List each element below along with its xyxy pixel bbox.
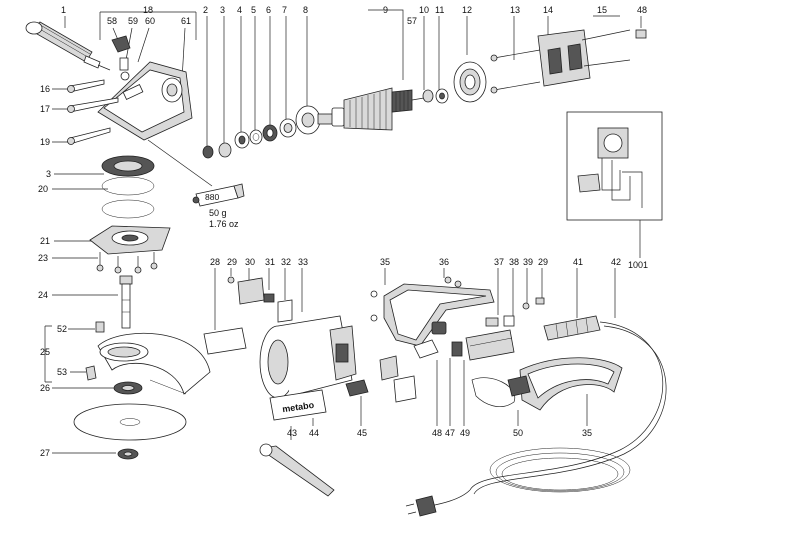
label-part-13: 13 bbox=[510, 5, 520, 15]
label-part-5: 5 bbox=[251, 5, 256, 15]
long-screws bbox=[490, 49, 541, 94]
motor-housing-part bbox=[259, 315, 357, 399]
small-clamp-parts bbox=[485, 297, 545, 327]
label-part-35: 35 bbox=[380, 257, 390, 267]
label-part-57: 57 bbox=[407, 16, 417, 26]
label-part-36: 36 bbox=[439, 257, 449, 267]
label-part-35-handle: 35 bbox=[582, 428, 592, 438]
label-part-39: 39 bbox=[523, 257, 533, 267]
top-row-labels: 1 2 3 4 5 6 7 8 9 10 11 12 13 14 15 48 1… bbox=[61, 5, 647, 26]
label-part-1001: 1001 bbox=[628, 260, 648, 270]
bearing-holder-part bbox=[453, 61, 487, 103]
label-part-42: 42 bbox=[611, 257, 621, 267]
label-part-16: 16 bbox=[40, 84, 50, 94]
power-cable-part bbox=[405, 321, 667, 517]
label-part-43: 43 bbox=[287, 428, 297, 438]
grease-weight-oz: 1.76 oz bbox=[209, 219, 239, 229]
screw-group-left: 16 17 19 bbox=[40, 79, 119, 147]
handle-shell-part bbox=[370, 276, 495, 347]
carbon-brush-top bbox=[635, 29, 647, 39]
label-part-18: 18 bbox=[143, 5, 153, 15]
top-leader-lines bbox=[64, 9, 642, 148]
label-part-3-left: 3 bbox=[46, 169, 51, 179]
label-part-41: 41 bbox=[573, 257, 583, 267]
label-part-49: 49 bbox=[460, 428, 470, 438]
label-part-12: 12 bbox=[462, 5, 472, 15]
label-part-48-mid: 48 bbox=[432, 428, 442, 438]
label-part-21: 21 bbox=[40, 236, 50, 246]
label-part-14: 14 bbox=[543, 5, 553, 15]
grease-code: 880 bbox=[205, 192, 219, 202]
disk-and-flange: 26 27 bbox=[40, 381, 187, 460]
label-part-50: 50 bbox=[513, 428, 523, 438]
label-part-44: 44 bbox=[309, 428, 319, 438]
label-part-60: 60 bbox=[145, 16, 155, 26]
label-part-24: 24 bbox=[38, 290, 48, 300]
vent-cap-parts bbox=[111, 35, 131, 81]
label-part-20: 20 bbox=[38, 184, 48, 194]
wrench-part bbox=[259, 443, 335, 497]
label-part-26: 26 bbox=[40, 383, 50, 393]
label-part-45: 45 bbox=[357, 428, 367, 438]
label-part-23: 23 bbox=[38, 253, 48, 263]
label-part-28: 28 bbox=[210, 257, 220, 267]
label-part-3: 3 bbox=[220, 5, 225, 15]
label-part-11: 11 bbox=[435, 5, 444, 15]
motor-bearings bbox=[422, 88, 449, 104]
brand-badge: metabo bbox=[269, 389, 327, 421]
label-part-58: 58 bbox=[107, 16, 117, 26]
label-part-37: 37 bbox=[494, 257, 504, 267]
label-part-32: 32 bbox=[281, 257, 291, 267]
insulation-pad bbox=[345, 379, 369, 397]
label-part-47: 47 bbox=[445, 428, 455, 438]
gear-housing-part bbox=[97, 61, 193, 141]
label-part-29b: 29 bbox=[538, 257, 548, 267]
spindle-stack: 3 20 21 23 24 bbox=[38, 155, 171, 329]
switch-assembly bbox=[379, 329, 516, 407]
label-part-27: 27 bbox=[40, 448, 50, 458]
label-part-31: 31 bbox=[265, 257, 275, 267]
label-card-part bbox=[203, 327, 247, 355]
label-part-6: 6 bbox=[266, 5, 271, 15]
label-part-59: 59 bbox=[128, 16, 138, 26]
label-part-29: 29 bbox=[227, 257, 237, 267]
label-part-8: 8 bbox=[303, 5, 308, 15]
label-part-53: 53 bbox=[57, 367, 67, 377]
wheel-guard-part: 52 25 53 bbox=[40, 321, 211, 395]
label-part-30: 30 bbox=[245, 257, 255, 267]
label-part-10: 10 bbox=[419, 5, 429, 15]
cord-protector-part bbox=[543, 315, 601, 341]
label-part-15: 15 bbox=[597, 5, 607, 15]
label-part-4: 4 bbox=[237, 5, 242, 15]
label-part-1: 1 bbox=[61, 5, 66, 15]
armature-part bbox=[331, 87, 425, 131]
bearing-washer-row bbox=[202, 105, 335, 159]
switch-parts bbox=[227, 276, 293, 323]
brand-text: metabo bbox=[282, 400, 316, 414]
label-part-19: 19 bbox=[40, 137, 50, 147]
label-part-61: 61 bbox=[181, 16, 191, 26]
label-part-48-top: 48 bbox=[637, 5, 647, 15]
middle-row-labels: 28 29 30 31 32 33 35 36 37 38 39 29 41 4… bbox=[210, 257, 621, 330]
wiring-detail-box: 1001 bbox=[566, 111, 663, 270]
grease-weight-g: 50 g bbox=[209, 208, 227, 218]
label-part-17: 17 bbox=[40, 104, 50, 114]
grease-tube: 880 50 g 1.76 oz bbox=[147, 139, 245, 229]
label-part-7: 7 bbox=[282, 5, 287, 15]
field-coil-part bbox=[537, 29, 631, 87]
label-part-2: 2 bbox=[203, 5, 208, 15]
rear-handle-part bbox=[507, 357, 623, 411]
side-handle-part bbox=[25, 21, 111, 71]
label-part-38: 38 bbox=[509, 257, 519, 267]
label-part-52: 52 bbox=[57, 324, 67, 334]
label-part-33: 33 bbox=[298, 257, 308, 267]
